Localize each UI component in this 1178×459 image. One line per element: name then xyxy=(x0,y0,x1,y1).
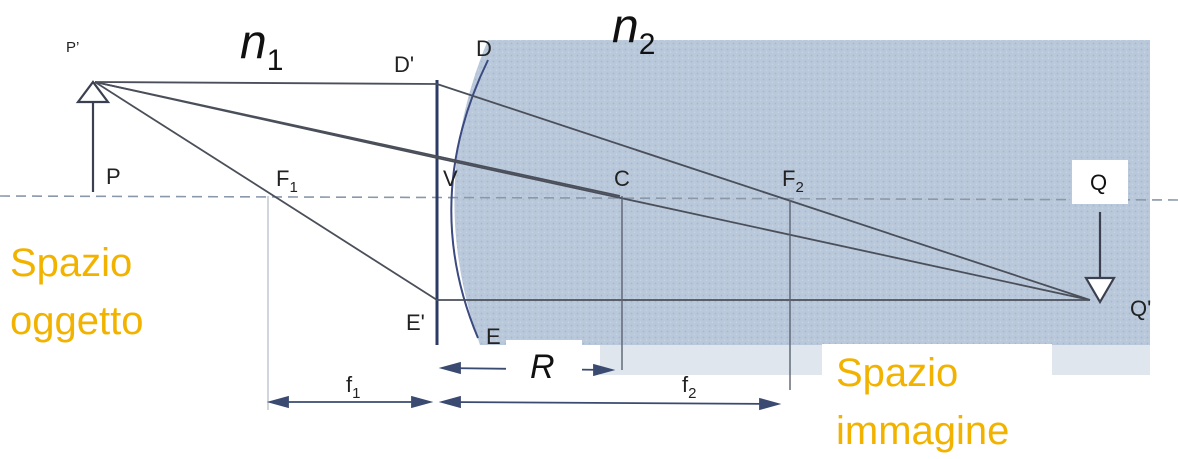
object-space-line1: Spazio xyxy=(10,241,132,285)
ray-refracted-through-f2 xyxy=(436,83,1091,301)
q-label-box xyxy=(1072,160,1128,204)
medium-1-label: n1 xyxy=(240,16,283,77)
ray-from-vertex xyxy=(436,157,1091,301)
object-space-line2: oggetto xyxy=(10,299,143,343)
optical-axis xyxy=(0,195,1178,201)
label-f1: F1 xyxy=(276,166,298,196)
rays xyxy=(94,81,1091,301)
label-d-prime: D' xyxy=(394,52,414,77)
f2-arrow-right xyxy=(759,397,782,411)
label-p: P xyxy=(106,164,121,189)
ray-through-f1 xyxy=(94,81,438,301)
r-label-box xyxy=(506,340,582,388)
f1-arrow-left xyxy=(266,395,289,409)
label-f2: F2 xyxy=(782,166,804,196)
label-e-prime: E' xyxy=(406,310,425,335)
f2-arrow-left xyxy=(438,395,461,409)
label-p-prime: P’ xyxy=(66,39,79,56)
f1-arrow-right xyxy=(411,395,434,409)
label-e: E xyxy=(486,324,501,349)
image-arrowhead xyxy=(1084,276,1116,305)
label-r: R xyxy=(530,348,555,386)
dimension-f2 xyxy=(438,395,782,411)
image-space-line2: immagine xyxy=(836,409,1009,453)
medium-2-label: n2 xyxy=(612,0,655,61)
image-space-label-bg xyxy=(822,344,1052,454)
label-c: C xyxy=(614,166,630,191)
object-arrowhead xyxy=(75,80,111,104)
label-f2-distance: f2 xyxy=(682,372,696,402)
r-arrow-right xyxy=(593,363,616,377)
r-arrow-left xyxy=(438,361,461,375)
dimension-f1 xyxy=(266,395,434,409)
ray-parallel xyxy=(94,81,438,85)
label-v: V xyxy=(443,166,458,191)
image-space-line1: Spazio xyxy=(836,351,958,395)
ray-center-secondary xyxy=(94,81,621,197)
label-q: Q xyxy=(1090,170,1107,195)
label-d: D xyxy=(476,36,492,61)
object-space-label-bg xyxy=(0,232,186,344)
label-q-prime: Q' xyxy=(1130,296,1151,321)
label-f1-distance: f1 xyxy=(346,372,360,402)
medium-2-region xyxy=(454,40,1151,345)
